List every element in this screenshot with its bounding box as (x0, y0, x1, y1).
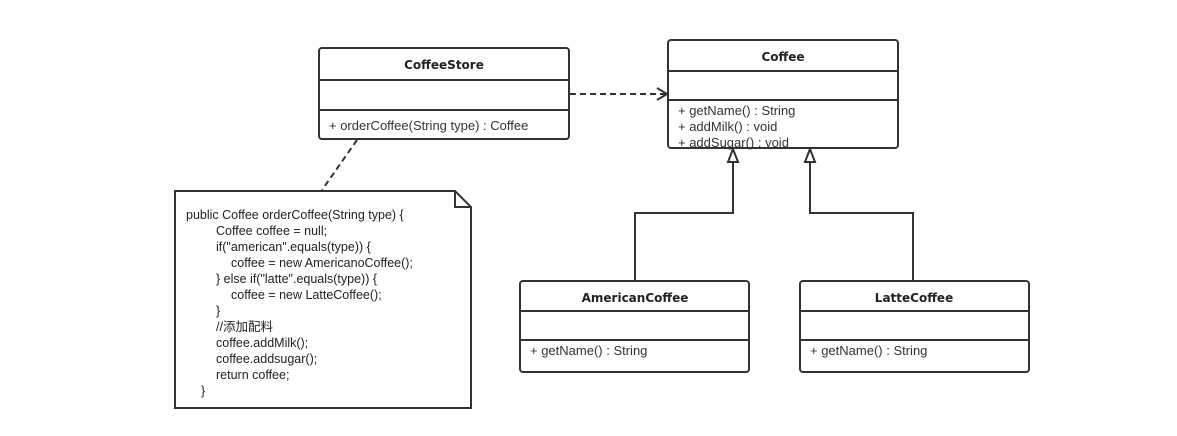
method: + addMilk() : void (678, 119, 777, 134)
note-line: public Coffee orderCoffee(String type) { (186, 208, 404, 222)
dependency-arrow (570, 87, 669, 101)
class-name: Coffee (761, 50, 804, 64)
class-name: CoffeeStore (404, 58, 484, 72)
note-line: return coffee; (216, 368, 289, 382)
class-name: LatteCoffee (875, 291, 953, 305)
class-name: AmericanCoffee (582, 291, 689, 305)
class-coffee-store[interactable]: CoffeeStore + orderCoffee(String type) :… (318, 47, 570, 140)
class-american-coffee[interactable]: AmericanCoffee + getName() : String (519, 280, 750, 373)
class-latte-coffee[interactable]: LatteCoffee + getName() : String (799, 280, 1030, 373)
method: + addSugar() : void (678, 135, 789, 150)
note-line: } (201, 384, 205, 398)
method: + orderCoffee(String type) : Coffee (329, 118, 528, 133)
method: + getName() : String (810, 343, 927, 358)
note-line: coffee = new LatteCoffee(); (231, 288, 382, 302)
note-line: coffee.addsugar(); (216, 352, 317, 366)
note-line: } (216, 304, 220, 318)
method: + getName() : String (678, 103, 795, 118)
note-line: } else if("latte".equals(type)) { (216, 272, 377, 286)
note-line: //添加配料 (216, 320, 273, 334)
method: + getName() : String (530, 343, 647, 358)
note-line: Coffee coffee = null; (216, 224, 327, 238)
code-note[interactable]: public Coffee orderCoffee(String type) {… (174, 190, 472, 409)
class-coffee[interactable]: Coffee + getName() : String + addMilk() … (667, 39, 899, 150)
generalization-latte (803, 146, 914, 281)
note-line: if("american".equals(type)) { (216, 240, 371, 254)
note-line: coffee = new AmericanoCoffee(); (231, 256, 413, 270)
note-connector (321, 139, 358, 191)
generalization-american (634, 146, 740, 281)
note-line: coffee.addMilk(); (216, 336, 308, 350)
